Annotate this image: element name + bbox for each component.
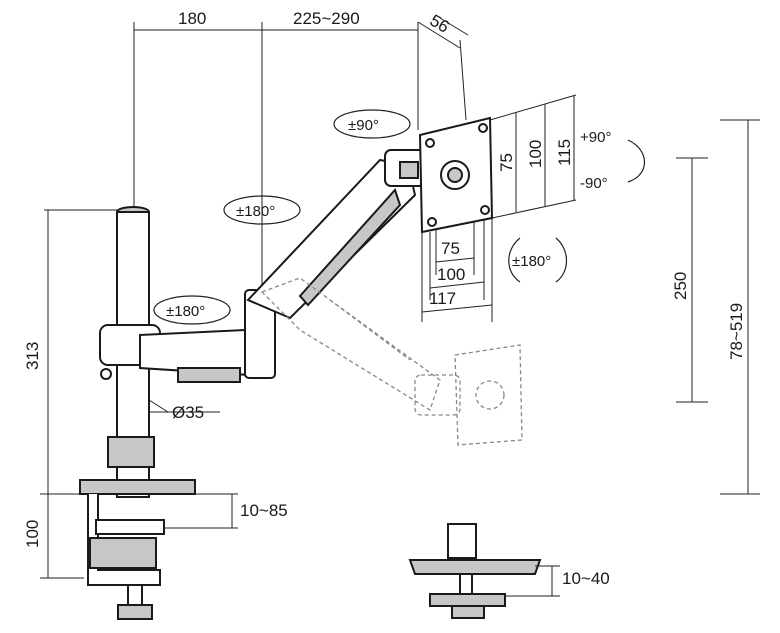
dim-clamp-range: 10~85 <box>240 501 288 520</box>
desk-clamp <box>79 479 238 620</box>
ghost-arm-position <box>260 277 523 446</box>
grommet-base <box>408 523 560 619</box>
dim-vesa-w-100: 100 <box>437 265 465 284</box>
right-dimension-lines <box>676 119 760 495</box>
top-dimension-lines <box>133 17 469 290</box>
dim-pole-diameter: Ø35 <box>172 403 204 422</box>
rotation-tilt: ±90° <box>348 117 379 134</box>
dim-vesa-w-117: 117 <box>429 289 456 308</box>
rotation-tilt-down: -90° <box>580 175 608 192</box>
dim-height-range: 78~519 <box>727 303 746 360</box>
dim-pole-height: 313 <box>23 342 42 370</box>
rotation-tilt-up: +90° <box>580 129 611 146</box>
rotation-swivel-arm-2: ±180° <box>236 203 275 220</box>
upper-arm <box>246 149 426 320</box>
vesa-dimension-lines <box>421 94 577 322</box>
dim-vesa-h-100: 100 <box>526 140 545 168</box>
rotation-arrows <box>153 109 645 325</box>
dim-arm-segment-2: 225~290 <box>293 9 360 28</box>
dim-vesa-depth: 56 <box>427 11 453 37</box>
left-dimension-lines <box>40 209 120 579</box>
dim-vesa-w-75: 75 <box>441 239 460 258</box>
dim-vesa-h-115: 115 <box>555 139 574 166</box>
rotation-swivel-arm-1: ±180° <box>166 303 205 320</box>
dim-height-adjust: 250 <box>671 272 690 300</box>
dim-grommet-range: 10~40 <box>562 569 610 588</box>
dim-arm-segment-1: 180 <box>178 9 206 28</box>
dim-clamp-height: 100 <box>23 520 42 548</box>
dim-vesa-h-75: 75 <box>497 153 516 172</box>
rotation-plate: ±180° <box>512 253 551 270</box>
vesa-plate <box>418 116 494 234</box>
